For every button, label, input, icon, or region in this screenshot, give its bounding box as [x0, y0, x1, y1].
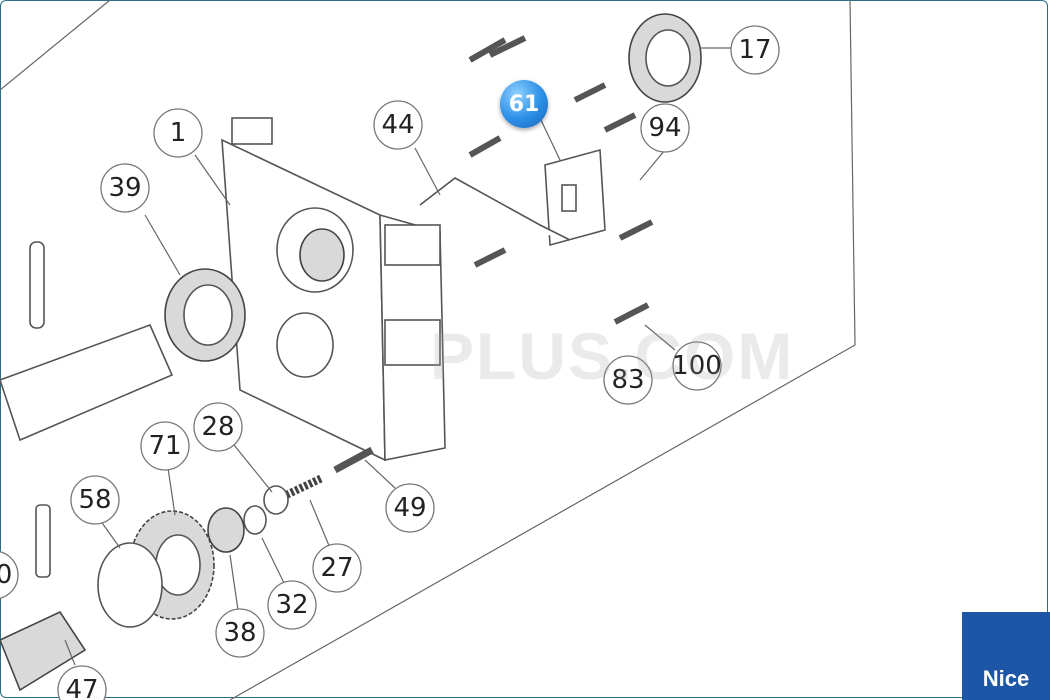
- boundary-line-bottom: [229, 344, 856, 700]
- part-key-pin: [35, 504, 51, 578]
- part-screws-top: [468, 35, 654, 325]
- svg-text:39: 39: [108, 173, 141, 203]
- boundary-line-right: [849, 0, 856, 346]
- svg-text:28: 28: [201, 412, 234, 442]
- callout-47: 47: [57, 665, 107, 700]
- callout-94: 94: [640, 103, 690, 153]
- svg-text:17: 17: [738, 35, 771, 65]
- svg-text:32: 32: [275, 590, 308, 620]
- svg-text:27: 27: [320, 553, 353, 583]
- watermark-text: PLUS.COM: [430, 319, 795, 393]
- highlighted-part-badge-61[interactable]: 61: [500, 80, 548, 128]
- part-flange-58: [97, 542, 163, 628]
- svg-text:44: 44: [381, 110, 414, 140]
- callout-28: 28: [193, 402, 243, 452]
- callout-38: 38: [215, 608, 265, 658]
- callout-32: 32: [267, 580, 317, 630]
- svg-text:94: 94: [648, 113, 681, 143]
- callout-83: 83: [603, 355, 653, 405]
- svg-text:47: 47: [65, 675, 98, 700]
- callout-49: 49: [385, 483, 435, 533]
- part-seal-17: [628, 13, 702, 103]
- part-main-frame-1: [221, 117, 446, 462]
- svg-text:71: 71: [148, 431, 181, 461]
- svg-text:49: 49: [393, 493, 426, 523]
- callout-39: 39: [100, 163, 150, 213]
- part-pinion-47: [0, 610, 87, 692]
- nice-logo: Nice: [962, 612, 1050, 700]
- callout-0: 0: [0, 551, 19, 599]
- boundary-line-topleft: [0, 0, 111, 91]
- svg-text:58: 58: [78, 485, 111, 515]
- svg-text:1: 1: [170, 118, 187, 148]
- part-seal-39: [164, 268, 246, 362]
- part-ring-28: [263, 485, 289, 515]
- callout-17: 17: [730, 25, 780, 75]
- part-spring-27: [280, 474, 324, 501]
- callout-100: 100: [672, 341, 722, 391]
- callout-58: 58: [70, 475, 120, 525]
- svg-text:100: 100: [672, 351, 722, 381]
- part-motor-shaft: [0, 241, 174, 442]
- part-bracket-plate: [419, 148, 606, 247]
- callout-1: 1: [153, 108, 203, 158]
- callout-71: 71: [140, 421, 190, 471]
- svg-text:83: 83: [611, 365, 644, 395]
- callout-27: 27: [312, 543, 362, 593]
- svg-text:38: 38: [223, 618, 256, 648]
- callout-44: 44: [373, 100, 423, 150]
- part-pin-49: [333, 446, 374, 474]
- part-ring-32: [243, 505, 267, 535]
- svg-text:0: 0: [0, 560, 12, 590]
- part-bearing-38: [207, 507, 245, 553]
